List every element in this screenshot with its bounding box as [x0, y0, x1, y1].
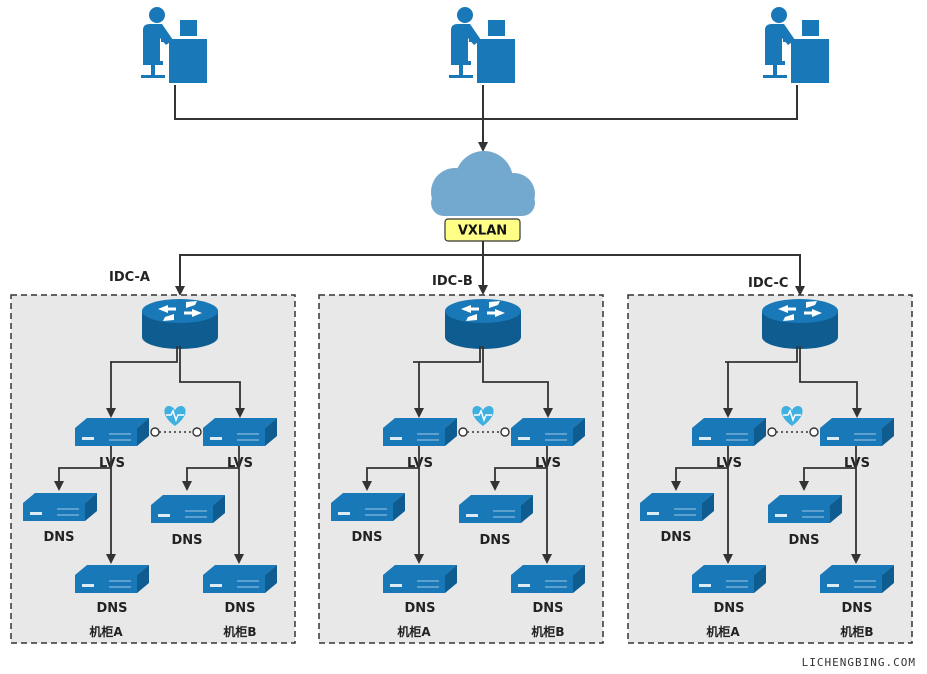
watermark: LICHENGBING.COM: [802, 656, 916, 669]
dns-server-icon: [459, 495, 533, 523]
users-group: [141, 7, 829, 83]
dns-label: DNS: [788, 533, 819, 548]
lvs-server-icon: [692, 418, 766, 446]
idc-distribution-lines: [175, 241, 805, 296]
lvs-server-icon: [820, 418, 894, 446]
dns-label: DNS: [224, 601, 255, 616]
vxlan-badge: VXLAN: [444, 218, 521, 242]
user-workstation-icon: [141, 7, 207, 83]
dns-label: DNS: [43, 530, 74, 545]
cabinet-label: 机柜A: [89, 624, 123, 639]
heartbeat-icon: [781, 406, 803, 426]
dns-server-icon: [511, 565, 585, 593]
dns-label: DNS: [96, 601, 127, 616]
dns-server-icon: [768, 495, 842, 523]
dns-server-icon: [151, 495, 225, 523]
dns-label: DNS: [841, 601, 872, 616]
router-icon: [762, 299, 838, 349]
user-connection-lines: [174, 85, 798, 152]
lvs-server-icon: [511, 418, 585, 446]
dns-server-icon: [75, 565, 149, 593]
lvs-server-icon: [383, 418, 457, 446]
cabinet-label: 机柜B: [840, 624, 873, 639]
idc-title: IDC-C: [748, 276, 788, 291]
dns-label: DNS: [660, 530, 691, 545]
cloud-icon: [431, 151, 535, 216]
lvs-server-icon: [75, 418, 149, 446]
router-icon: [445, 299, 521, 349]
heartbeat-link: [767, 427, 819, 437]
dns-server-icon: [331, 493, 405, 521]
heartbeat-link: [150, 427, 202, 437]
cabinet-label: 机柜B: [223, 624, 256, 639]
dns-server-icon: [820, 565, 894, 593]
vxlan-label: VXLAN: [458, 224, 507, 239]
cabinet-label: 机柜A: [706, 624, 740, 639]
idc-title: IDC-B: [432, 274, 473, 289]
dns-server-icon: [383, 565, 457, 593]
dns-label: DNS: [404, 601, 435, 616]
lvs-server-icon: [203, 418, 277, 446]
router-icon: [142, 299, 218, 349]
heartbeat-icon: [164, 406, 186, 426]
dns-label: DNS: [532, 601, 563, 616]
dns-label: DNS: [351, 530, 382, 545]
dns-label: DNS: [713, 601, 744, 616]
dns-label: DNS: [479, 533, 510, 548]
dns-server-icon: [640, 493, 714, 521]
heartbeat-icon: [472, 406, 494, 426]
cabinet-label: 机柜B: [531, 624, 564, 639]
cabinet-label: 机柜A: [397, 624, 431, 639]
dns-server-icon: [692, 565, 766, 593]
heartbeat-link: [458, 427, 510, 437]
dns-server-icon: [23, 493, 97, 521]
user-workstation-icon: [449, 7, 515, 83]
idc-title: IDC-A: [109, 270, 150, 285]
user-workstation-icon: [763, 7, 829, 83]
dns-server-icon: [203, 565, 277, 593]
dns-label: DNS: [171, 533, 202, 548]
